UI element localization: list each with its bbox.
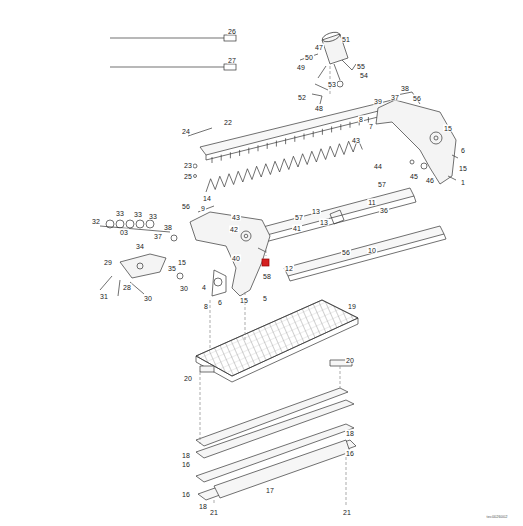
callout-number: 15	[239, 297, 249, 304]
callout-number: 11	[367, 199, 376, 206]
callout-number: 34	[135, 243, 145, 250]
rail	[196, 360, 356, 500]
motor	[300, 30, 356, 104]
callout-number: 5	[262, 295, 268, 302]
callout-number: 22	[223, 119, 233, 126]
callout-number: 28	[122, 284, 132, 291]
callout-number: 56	[412, 95, 422, 102]
callout-number: 38	[400, 85, 410, 92]
callout-number: 18	[345, 430, 355, 437]
callout-number: 42	[229, 226, 239, 233]
heater-bar	[188, 100, 398, 178]
callout-number: 39	[373, 98, 383, 105]
callout-number: 35	[167, 265, 177, 272]
callout-number: 43	[351, 137, 361, 144]
callout-number: 16	[181, 491, 191, 498]
callout-number: 51	[341, 36, 351, 43]
callout-number: 50	[304, 54, 314, 61]
callout-number: 25	[183, 173, 193, 180]
callout-number: 58	[262, 273, 272, 280]
callout-number: 41	[292, 225, 302, 232]
grille	[196, 300, 358, 382]
callout-number: 56	[181, 203, 191, 210]
callout-number: 20	[183, 375, 193, 382]
callout-number: 21	[209, 509, 219, 516]
callout-number: 18	[181, 452, 191, 459]
callout-number: 45	[409, 173, 419, 180]
callout-number: 6	[460, 147, 466, 154]
callout-number: 57	[377, 181, 387, 188]
callout-number: 37	[390, 94, 400, 101]
callout-number: 55	[356, 63, 366, 70]
callout-number: 54	[359, 72, 369, 79]
trough	[244, 188, 446, 281]
callout-number: 37	[153, 233, 163, 240]
callout-number: 6	[217, 299, 223, 306]
callout-number: 18	[198, 503, 208, 510]
callout-number: 46	[425, 177, 435, 184]
callout-number: 29	[103, 259, 113, 266]
drawing-number: tec0026002	[486, 515, 509, 519]
callout-number: 21	[342, 509, 352, 516]
callout-number: 56	[341, 249, 351, 256]
callout-number: 52	[297, 94, 307, 101]
callout-number: 12	[284, 265, 294, 272]
callout-number: 8	[358, 116, 364, 123]
callout-number: 48	[314, 105, 324, 112]
callout-number: 03	[119, 229, 129, 236]
callout-number: 49	[296, 64, 306, 71]
callout-number: 43	[231, 214, 241, 221]
callout-number: 1	[460, 179, 466, 186]
callout-number: 47	[314, 44, 324, 51]
callout-number: 33	[133, 211, 143, 218]
callout-number: 14	[202, 195, 212, 202]
heater-coil	[206, 139, 362, 192]
marker	[262, 259, 269, 266]
callout-number: 40	[231, 255, 241, 262]
callout-number: 17	[265, 487, 275, 494]
callout-number: 16	[345, 450, 355, 457]
callout-number: 33	[115, 210, 125, 217]
callout-number: 4	[201, 284, 207, 291]
gear-cluster	[100, 220, 183, 296]
callout-number: 19	[347, 303, 357, 310]
callout-number: 24	[181, 128, 191, 135]
callout-number: 23	[183, 162, 193, 169]
callout-number: 26	[227, 28, 237, 35]
callout-number: 32	[91, 218, 101, 225]
callout-number: 33	[148, 213, 158, 220]
callout-number: 9	[200, 205, 206, 212]
callout-number: 15	[458, 165, 468, 172]
callout-number: 57	[294, 214, 304, 221]
callout-number: 15	[177, 259, 187, 266]
callout-number: 27	[227, 57, 237, 64]
callout-number: 30	[143, 295, 153, 302]
callout-number: 44	[373, 163, 383, 170]
callout-number: 10	[367, 247, 377, 254]
callout-number: 30	[179, 285, 189, 292]
center-line	[200, 66, 346, 505]
callout-number: 15	[443, 125, 453, 132]
side-bracket	[190, 206, 270, 296]
callout-number: 38	[163, 224, 173, 231]
callout-number: 36	[379, 207, 389, 214]
callout-number: 7	[368, 123, 374, 130]
callout-number: 16	[181, 461, 191, 468]
rod	[110, 35, 236, 70]
callout-number: 31	[99, 293, 109, 300]
callout-number: 13	[311, 208, 321, 215]
callout-number: 53	[327, 81, 337, 88]
callout-number: 8	[203, 303, 209, 310]
callout-number: 20	[345, 357, 355, 364]
callout-number: 13	[319, 219, 329, 226]
side-bracket	[376, 92, 458, 184]
